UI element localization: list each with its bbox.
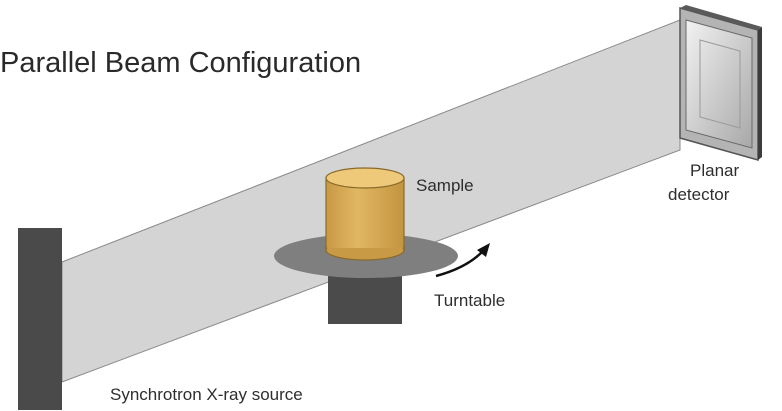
synchrotron-source-block bbox=[18, 228, 62, 410]
curved-arrow-icon bbox=[435, 243, 490, 278]
diagram-title: Parallel Beam Configuration bbox=[0, 47, 361, 79]
detector-label-line1: Planar bbox=[690, 161, 739, 180]
turntable-label: Turntable bbox=[434, 291, 505, 310]
source-label: Synchrotron X-ray source bbox=[110, 385, 303, 404]
sample-cylinder bbox=[325, 167, 405, 261]
detector-label-line2: detector bbox=[668, 185, 730, 204]
planar-detector bbox=[679, 5, 762, 161]
sample-label: Sample bbox=[416, 176, 474, 195]
